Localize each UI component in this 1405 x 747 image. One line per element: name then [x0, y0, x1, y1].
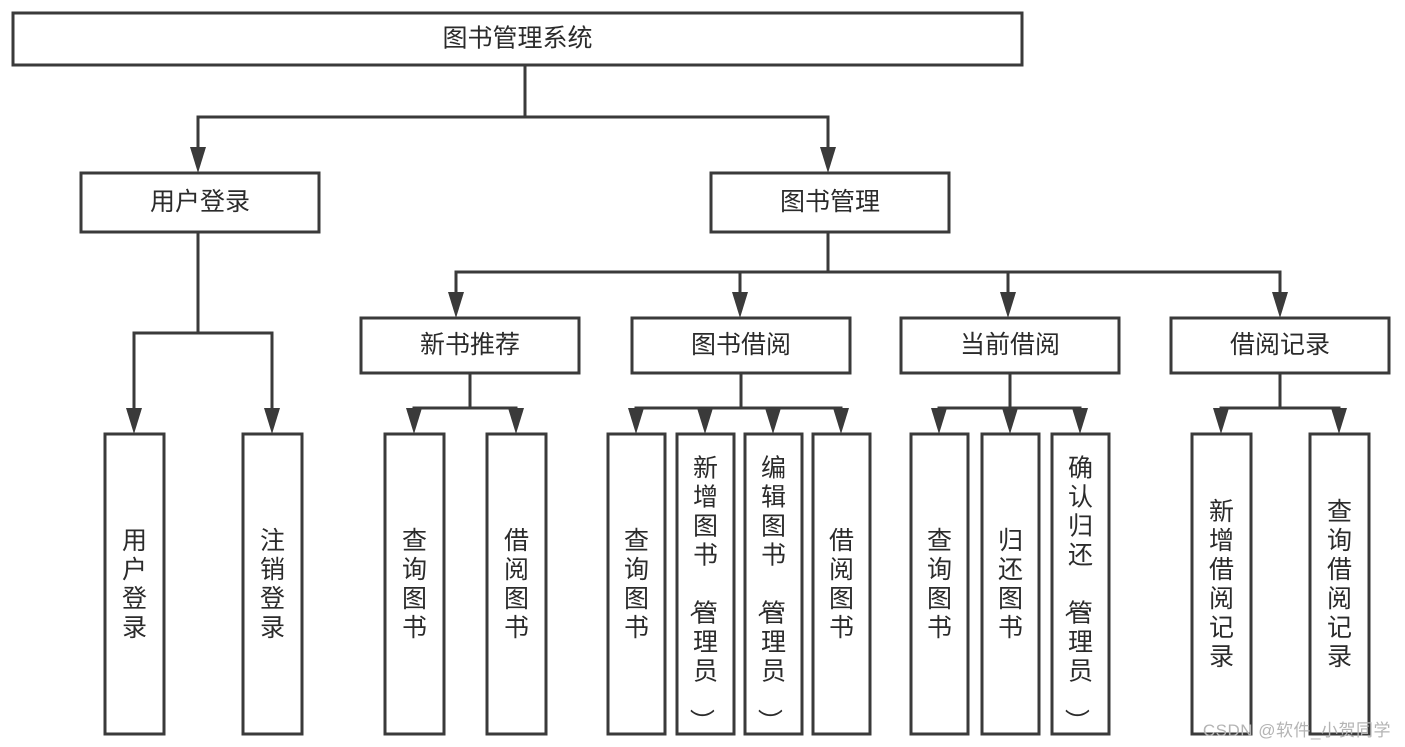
node-label-new-book-recommend: 新书推荐 [420, 331, 520, 359]
node-leaf-edit-book-admin[interactable]: 编辑图书（管理员） [743, 432, 804, 736]
node-label-leaf-user-login: 用户登录 [122, 527, 147, 642]
node-label-leaf-add-borrow-record: 新增借阅记录 [1209, 498, 1234, 671]
connector-current-borrow-split [931, 371, 1088, 434]
connector-book-borrow-split [628, 371, 849, 434]
node-layer: 图书管理系统用户登录图书管理新书推荐图书借阅当前借阅借阅记录用户登录注销登录查询… [11, 11, 1391, 736]
node-box-leaf-logout-login [241, 432, 304, 736]
node-box-leaf-query-book-recommend [383, 432, 446, 736]
node-label-leaf-borrow-book-recommend: 借阅图书 [504, 527, 529, 642]
node-label-current-borrow: 当前借阅 [960, 331, 1060, 359]
node-label-leaf-borrow-book: 借阅图书 [829, 527, 854, 642]
node-leaf-query-borrow-record[interactable]: 查询借阅记录 [1308, 432, 1371, 736]
connector-book-management-split [448, 230, 1288, 318]
node-borrow-record[interactable]: 借阅记录 [1169, 316, 1391, 375]
node-box-leaf-return-book [980, 432, 1041, 736]
node-new-book-recommend[interactable]: 新书推荐 [359, 316, 581, 375]
node-leaf-borrow-book-recommend[interactable]: 借阅图书 [485, 432, 548, 736]
node-label-book-borrow: 图书借阅 [691, 331, 791, 359]
node-label-leaf-query-book-recommend: 查询图书 [402, 527, 427, 642]
node-label-book-management: 图书管理 [780, 188, 880, 216]
node-box-user-login [79, 171, 321, 234]
node-box-leaf-query-book-borrow [606, 432, 667, 736]
node-leaf-query-book-recommend[interactable]: 查询图书 [383, 432, 446, 736]
node-label-leaf-query-borrow-record: 查询借阅记录 [1327, 498, 1352, 671]
node-box-leaf-add-borrow-record [1190, 432, 1253, 736]
node-leaf-confirm-return-admin[interactable]: 确认归还（管理员） [1050, 432, 1111, 736]
node-label-leaf-edit-book-admin: 编辑图书（管理员） [755, 455, 786, 734]
node-box-leaf-borrow-book [811, 432, 872, 736]
node-leaf-return-book[interactable]: 归还图书 [980, 432, 1041, 736]
node-book-management[interactable]: 图书管理 [709, 171, 951, 234]
connector-root-split [190, 63, 836, 173]
node-label-leaf-query-book-current: 查询图书 [927, 527, 952, 642]
node-leaf-query-book-borrow[interactable]: 查询图书 [606, 432, 667, 736]
node-leaf-user-login[interactable]: 用户登录 [103, 432, 166, 736]
node-label-root: 图书管理系统 [442, 25, 592, 53]
node-box-root [11, 11, 1024, 67]
connector-new-book-recommend-split [406, 371, 524, 434]
node-user-login[interactable]: 用户登录 [79, 171, 321, 234]
node-leaf-logout-login[interactable]: 注销登录 [241, 432, 304, 736]
node-box-leaf-borrow-book-recommend [485, 432, 548, 736]
node-leaf-add-book-admin[interactable]: 新增图书（管理员） [675, 432, 736, 736]
node-box-leaf-add-book-admin [675, 432, 736, 736]
node-box-leaf-query-book-current [909, 432, 970, 736]
connector-layer [126, 63, 1347, 434]
node-root[interactable]: 图书管理系统 [11, 11, 1024, 67]
node-leaf-borrow-book[interactable]: 借阅图书 [811, 432, 872, 736]
csdn-watermark: CSDN @软件_小贺同学 [1202, 721, 1391, 740]
node-box-book-management [709, 171, 951, 234]
node-leaf-add-borrow-record[interactable]: 新增借阅记录 [1190, 432, 1253, 736]
node-box-book-borrow [630, 316, 852, 375]
node-box-borrow-record [1169, 316, 1391, 375]
node-box-current-borrow [899, 316, 1121, 375]
node-label-leaf-confirm-return-admin: 确认归还（管理员） [1062, 455, 1093, 734]
node-label-borrow-record: 借阅记录 [1230, 331, 1330, 359]
node-box-leaf-confirm-return-admin [1050, 432, 1111, 736]
connector-user-login-split [126, 230, 280, 434]
node-current-borrow[interactable]: 当前借阅 [899, 316, 1121, 375]
node-book-borrow[interactable]: 图书借阅 [630, 316, 852, 375]
node-label-leaf-logout-login: 注销登录 [260, 527, 285, 642]
node-label-leaf-add-book-admin: 新增图书（管理员） [687, 455, 718, 734]
node-box-leaf-user-login [103, 432, 166, 736]
node-box-leaf-query-borrow-record [1308, 432, 1371, 736]
node-label-user-login: 用户登录 [150, 188, 250, 216]
connector-borrow-record-split [1213, 371, 1347, 434]
node-label-leaf-return-book: 归还图书 [998, 527, 1023, 642]
node-box-new-book-recommend [359, 316, 581, 375]
node-label-leaf-query-book-borrow: 查询图书 [624, 527, 649, 642]
node-leaf-query-book-current[interactable]: 查询图书 [909, 432, 970, 736]
node-box-leaf-edit-book-admin [743, 432, 804, 736]
